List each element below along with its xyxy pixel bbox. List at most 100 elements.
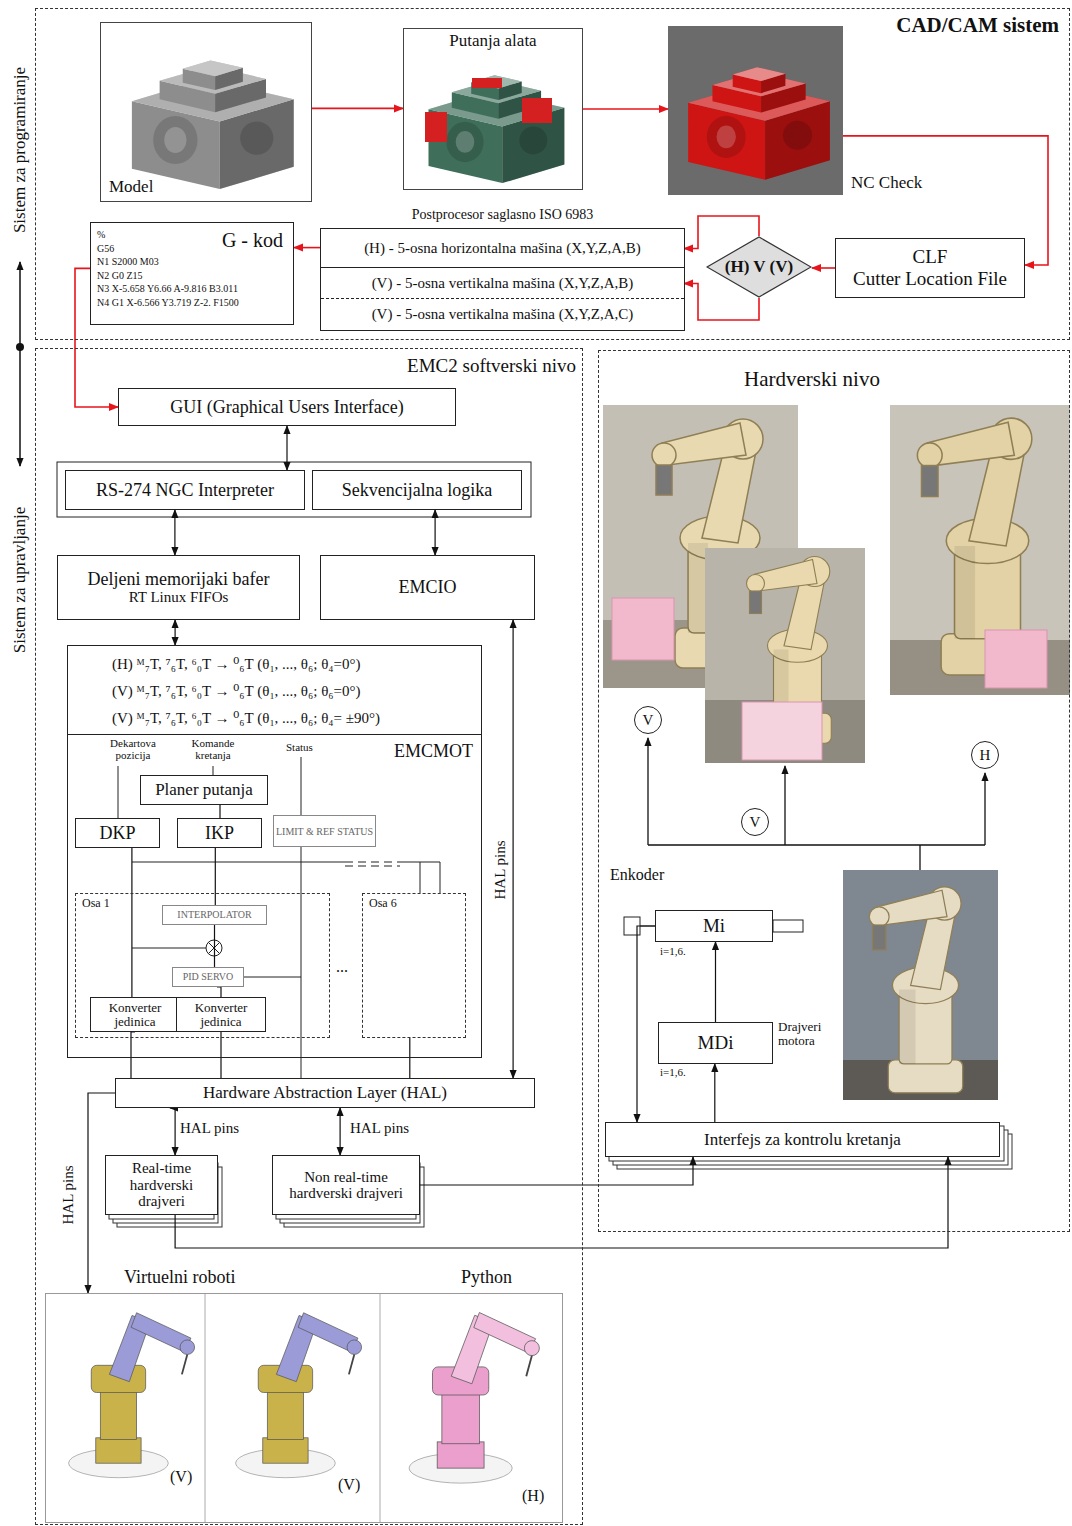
edge-label: HAL pins	[348, 1120, 411, 1137]
connector	[220, 1032, 221, 1078]
annotation-label: i=1,6.	[660, 945, 686, 957]
connector	[435, 510, 436, 555]
node-text: NC Check	[851, 173, 922, 193]
annotation-label: Drajveri motora	[778, 1020, 840, 1049]
connector	[217, 987, 221, 997]
robot-photo	[890, 405, 1070, 695]
process-box: Deljeni memorijaki baferRT Linux FIFOs	[57, 555, 300, 620]
process-box: LIMIT & REF STATUS	[273, 815, 376, 847]
process-box: CLFCutter Location File	[835, 238, 1025, 298]
node-text: %	[97, 228, 287, 242]
connector	[812, 267, 835, 269]
node-text: (V) - 5-osna vertikalna mašina (X,Y,Z,A,…	[372, 275, 634, 292]
node-text: (H) - 5-osna horizontalna mašina (X,Y,Z,…	[364, 240, 641, 257]
node-text: N3 X-5.658 Y6.66 A-9.816 B3.011	[97, 282, 287, 296]
process-box: PID SERVO	[172, 967, 244, 987]
node-text: Hardware Abstraction Layer (HAL)	[203, 1083, 447, 1103]
connector	[131, 1032, 135, 1078]
node-text: Konverter jedinica	[91, 1001, 179, 1028]
image-panel: NC Check	[668, 26, 843, 195]
connector	[286, 426, 287, 470]
group-box: EMCMOTPlaner putanjaDKPIKPLIMIT & REF ST…	[67, 734, 482, 1058]
node-text: EMC2 softverski nivo	[407, 355, 576, 377]
process-box: Mi	[655, 910, 773, 942]
virtual-robot	[69, 1313, 195, 1478]
node-text: (H) ᴹ₇T, ⁷₆T, ⁶₀T → ⁰₆T (θ₁, ..., θ₆; θ₄…	[112, 651, 481, 678]
circle-marker: V	[634, 706, 662, 734]
node-text: IKP	[205, 823, 234, 844]
region-frame: EMC2 softverski nivoGUI (Graphical Users…	[35, 348, 583, 1525]
node-text: (V) - 5-osna vertikalna mašina (X,Y,Z,A,…	[372, 306, 634, 323]
signal-wire	[345, 866, 400, 867]
signal-wire	[648, 844, 985, 845]
process-box: GUI (Graphical Users Interface)	[118, 388, 456, 426]
region-frame: CAD/CAM sistemModelPutanja alataNC Check…	[35, 8, 1070, 340]
node-text: G - kod	[222, 229, 283, 251]
robot-photo	[742, 702, 822, 760]
process-box: DKP	[75, 818, 160, 848]
toolpath-image	[425, 112, 447, 142]
signal-wire	[244, 977, 301, 978]
process-box: Konverter jedinica	[176, 997, 266, 1032]
annotation-label: Status	[286, 741, 313, 753]
node-text: Interfejs za kontrolu kretanja	[704, 1130, 901, 1150]
process-box: Hardware Abstraction Layer (HAL)	[115, 1078, 535, 1108]
signal-wire	[301, 847, 302, 1078]
node-text: EMCIO	[399, 577, 457, 598]
region-frame: Hardverski nivoVVHMiMDiInterfejs za kont…	[598, 350, 1070, 1232]
process-box: Real-time hardverski drajveri	[105, 1155, 218, 1215]
image-panel: Model	[100, 22, 312, 202]
annotation-label: Dekartova pozicija	[96, 737, 170, 761]
signal-wire	[301, 757, 302, 815]
signal-wire	[118, 766, 119, 818]
connector	[131, 848, 132, 997]
image-panel: Putanja alata	[403, 28, 583, 190]
cad-model-image	[132, 60, 294, 189]
group-outline	[57, 462, 531, 517]
virtual-robot	[69, 1294, 540, 1522]
robot-photo	[985, 630, 1047, 688]
annotation-label: Enkoder	[610, 866, 664, 884]
connector	[637, 926, 655, 1122]
signal-wire	[132, 948, 206, 949]
connector	[340, 1108, 341, 1155]
node-text: Osa 6	[369, 896, 397, 911]
process-box: Konverter jedinica	[90, 997, 180, 1032]
robot-photo	[705, 700, 865, 763]
robot-photo	[843, 870, 998, 1100]
node-text: EMCMOT	[394, 741, 473, 762]
node-text: H	[980, 747, 991, 764]
robot-photo	[705, 548, 865, 763]
node-text: V	[750, 814, 761, 831]
node-text: (H) V (V)	[725, 257, 793, 277]
annotation-label: ...	[336, 958, 348, 976]
node-text: Real-time hardverski drajveri	[106, 1160, 217, 1210]
node-text: Mi	[703, 915, 725, 937]
process-box: RS-274 NGC Interpreter	[65, 470, 305, 510]
process-box: MDi	[658, 1022, 773, 1064]
circle-marker: H	[971, 741, 999, 769]
node-text: MDi	[698, 1032, 734, 1054]
node-text: RS-274 NGC Interpreter	[96, 480, 274, 501]
connector	[715, 942, 716, 1022]
node-text: Konverter jedinica	[177, 1001, 265, 1028]
axis-group: Osa 1INTERPOLATORPID SERVOKonverter jedi…	[75, 893, 330, 1038]
connector	[175, 620, 176, 645]
robot-photo	[705, 548, 865, 763]
annotation-label: i=1,6.	[660, 1066, 686, 1078]
annotation-label: (V)	[338, 1476, 360, 1494]
node-text: Python	[461, 1267, 512, 1288]
process-box: Non real-time hardverski drajveri	[272, 1155, 420, 1215]
nc-check-image	[688, 67, 830, 180]
group-box: Virtuelni robotiPython	[45, 1293, 563, 1523]
node-text: Putanja alata	[404, 31, 582, 51]
diamond-shape	[707, 237, 811, 297]
node-text: Model	[109, 177, 153, 197]
signal-wire	[784, 766, 785, 845]
connector	[714, 1064, 715, 1122]
toolpath-image	[472, 78, 502, 88]
signal-wire	[648, 738, 985, 870]
robot-photo	[869, 887, 962, 1093]
